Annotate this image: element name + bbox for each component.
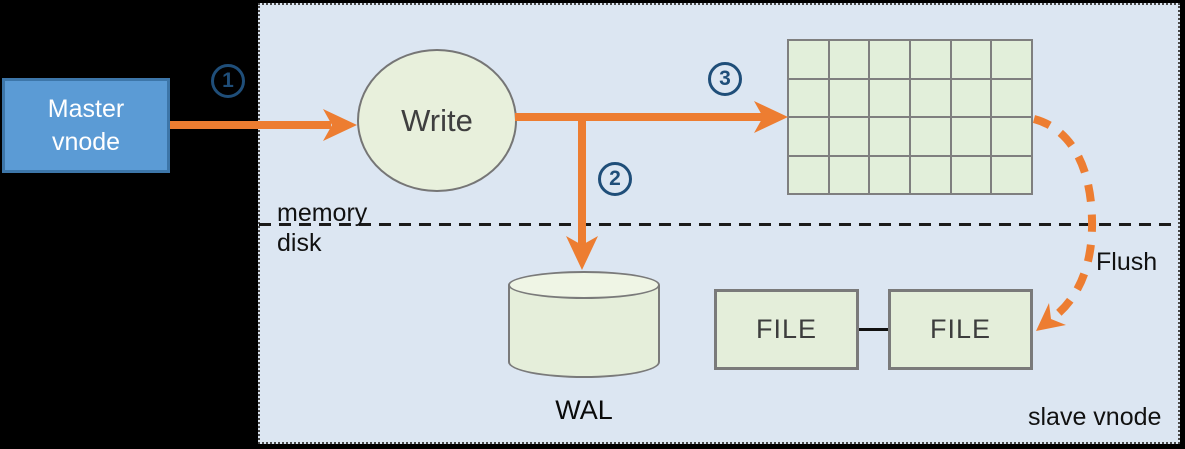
memtable-cell <box>870 156 909 193</box>
memory-disk-divider <box>259 223 1178 226</box>
step-3-number: 3 <box>719 67 731 90</box>
memtable-cell <box>951 118 991 155</box>
master-vnode-box: Master vnode <box>2 78 170 173</box>
memtable-cell <box>789 118 828 155</box>
file-box-2: FILE <box>888 289 1033 370</box>
memtable-cell <box>789 156 828 193</box>
step-1-badge: 1 <box>211 64 245 98</box>
master-vnode-label: Master vnode <box>47 94 125 156</box>
flush-label: Flush <box>1096 248 1158 276</box>
memtable-cell <box>789 41 828 78</box>
memtable-cell <box>951 79 991 116</box>
file-box-1: FILE <box>714 289 859 370</box>
step-2-badge: 2 <box>598 162 632 196</box>
memtable-cell <box>829 156 869 193</box>
memtable-cell <box>992 79 1031 116</box>
slave-vnode-label: slave vnode <box>1028 403 1162 431</box>
memtable-cell <box>911 118 950 155</box>
memtable-cell <box>911 41 950 78</box>
memtable-cell <box>789 79 828 116</box>
write-node-label: Write <box>401 102 473 138</box>
memtable-cell <box>911 156 950 193</box>
memtable-cell <box>870 79 909 116</box>
step-2-number: 2 <box>609 167 621 190</box>
disk-label: disk <box>277 229 322 257</box>
step-3-badge: 3 <box>708 62 742 96</box>
file-box-1-label: FILE <box>755 314 818 344</box>
write-node: Write <box>357 49 517 192</box>
memtable-cell <box>829 79 869 116</box>
wal-cylinder-body <box>508 285 660 378</box>
memtable-cell <box>870 118 909 155</box>
wal-label: WAL <box>555 395 613 425</box>
memtable-cell <box>829 118 869 155</box>
memtable-cell <box>992 156 1031 193</box>
file-connector-line <box>859 328 888 331</box>
memtable-cell <box>829 41 869 78</box>
memtable-cell <box>992 118 1031 155</box>
file-box-2-label: FILE <box>929 314 992 344</box>
wal-cylinder-top <box>508 271 660 299</box>
wal-cylinder <box>508 271 660 378</box>
memtable-cell <box>951 41 991 78</box>
memtable-cell <box>911 79 950 116</box>
memory-label: memory <box>277 199 368 227</box>
memtable-grid <box>787 39 1033 195</box>
memtable-cell <box>992 41 1031 78</box>
memtable-cell <box>870 41 909 78</box>
memtable-cell <box>951 156 991 193</box>
step-1-number: 1 <box>222 69 234 92</box>
